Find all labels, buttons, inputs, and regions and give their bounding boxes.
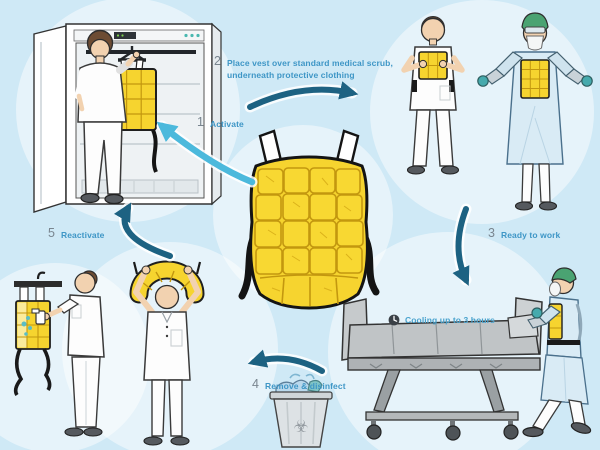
step-3-label: Ready to work — [500, 230, 561, 240]
vest-on-stand — [13, 271, 62, 396]
worker-pushing-bed — [522, 267, 592, 438]
cooling-note: Cooling up to 3 hours — [388, 314, 495, 326]
step-4: 4 Remove & disinfect — [252, 378, 346, 392]
step-2-label: Place vest over standard medical scrub, … — [226, 58, 393, 81]
arrow-step2-icon — [247, 81, 359, 110]
step-3: 3 Ready to work — [488, 227, 560, 241]
cooling-vest-illustration — [238, 129, 380, 310]
worker-fastening-vest — [401, 16, 465, 175]
scene-cooling-vest — [238, 122, 380, 314]
step-4-label: Remove & disinfect — [264, 381, 346, 391]
fridge-illustration — [33, 22, 222, 213]
step-5-number: 5 — [48, 226, 55, 240]
workers-illustration — [401, 12, 593, 211]
step-5: 5 Reactivate — [48, 227, 104, 241]
step-1: 1 Activate — [197, 116, 244, 130]
step-2: 2 Place vest over standard medical scrub… — [214, 55, 397, 82]
scene-disposal-bin: ☣ — [262, 372, 340, 450]
scene-activate-fridge — [28, 6, 223, 216]
scene-dress-up — [385, 6, 595, 241]
step-1-label: Activate — [209, 119, 244, 129]
person-at-fridge — [75, 29, 141, 205]
step-5-label: Reactivate — [60, 230, 105, 240]
step-4-number: 4 — [252, 377, 259, 391]
worker-removing-vest-illustration — [129, 260, 205, 446]
biohazard-bin-illustration: ☣ — [269, 373, 333, 448]
step-3-number: 3 — [488, 226, 495, 240]
worker-spraying — [21, 270, 105, 437]
worker-spraying-vest-illustration — [13, 270, 105, 437]
worker-full-ppe — [477, 12, 593, 211]
hospital-bed-illustration — [341, 267, 592, 441]
clock-icon — [388, 314, 400, 326]
scene-disinfect-vest — [0, 265, 122, 450]
step-1-number: 1 — [197, 115, 204, 129]
step-2-number: 2 — [214, 54, 221, 68]
hospital-bed — [341, 297, 543, 441]
fridge-display — [114, 32, 136, 39]
biohazard-icon: ☣ — [293, 417, 308, 436]
cooling-note-label: Cooling up to 3 hours — [405, 315, 495, 325]
scene-remove-vest — [112, 252, 257, 450]
scene-ready-to-work — [330, 262, 600, 450]
